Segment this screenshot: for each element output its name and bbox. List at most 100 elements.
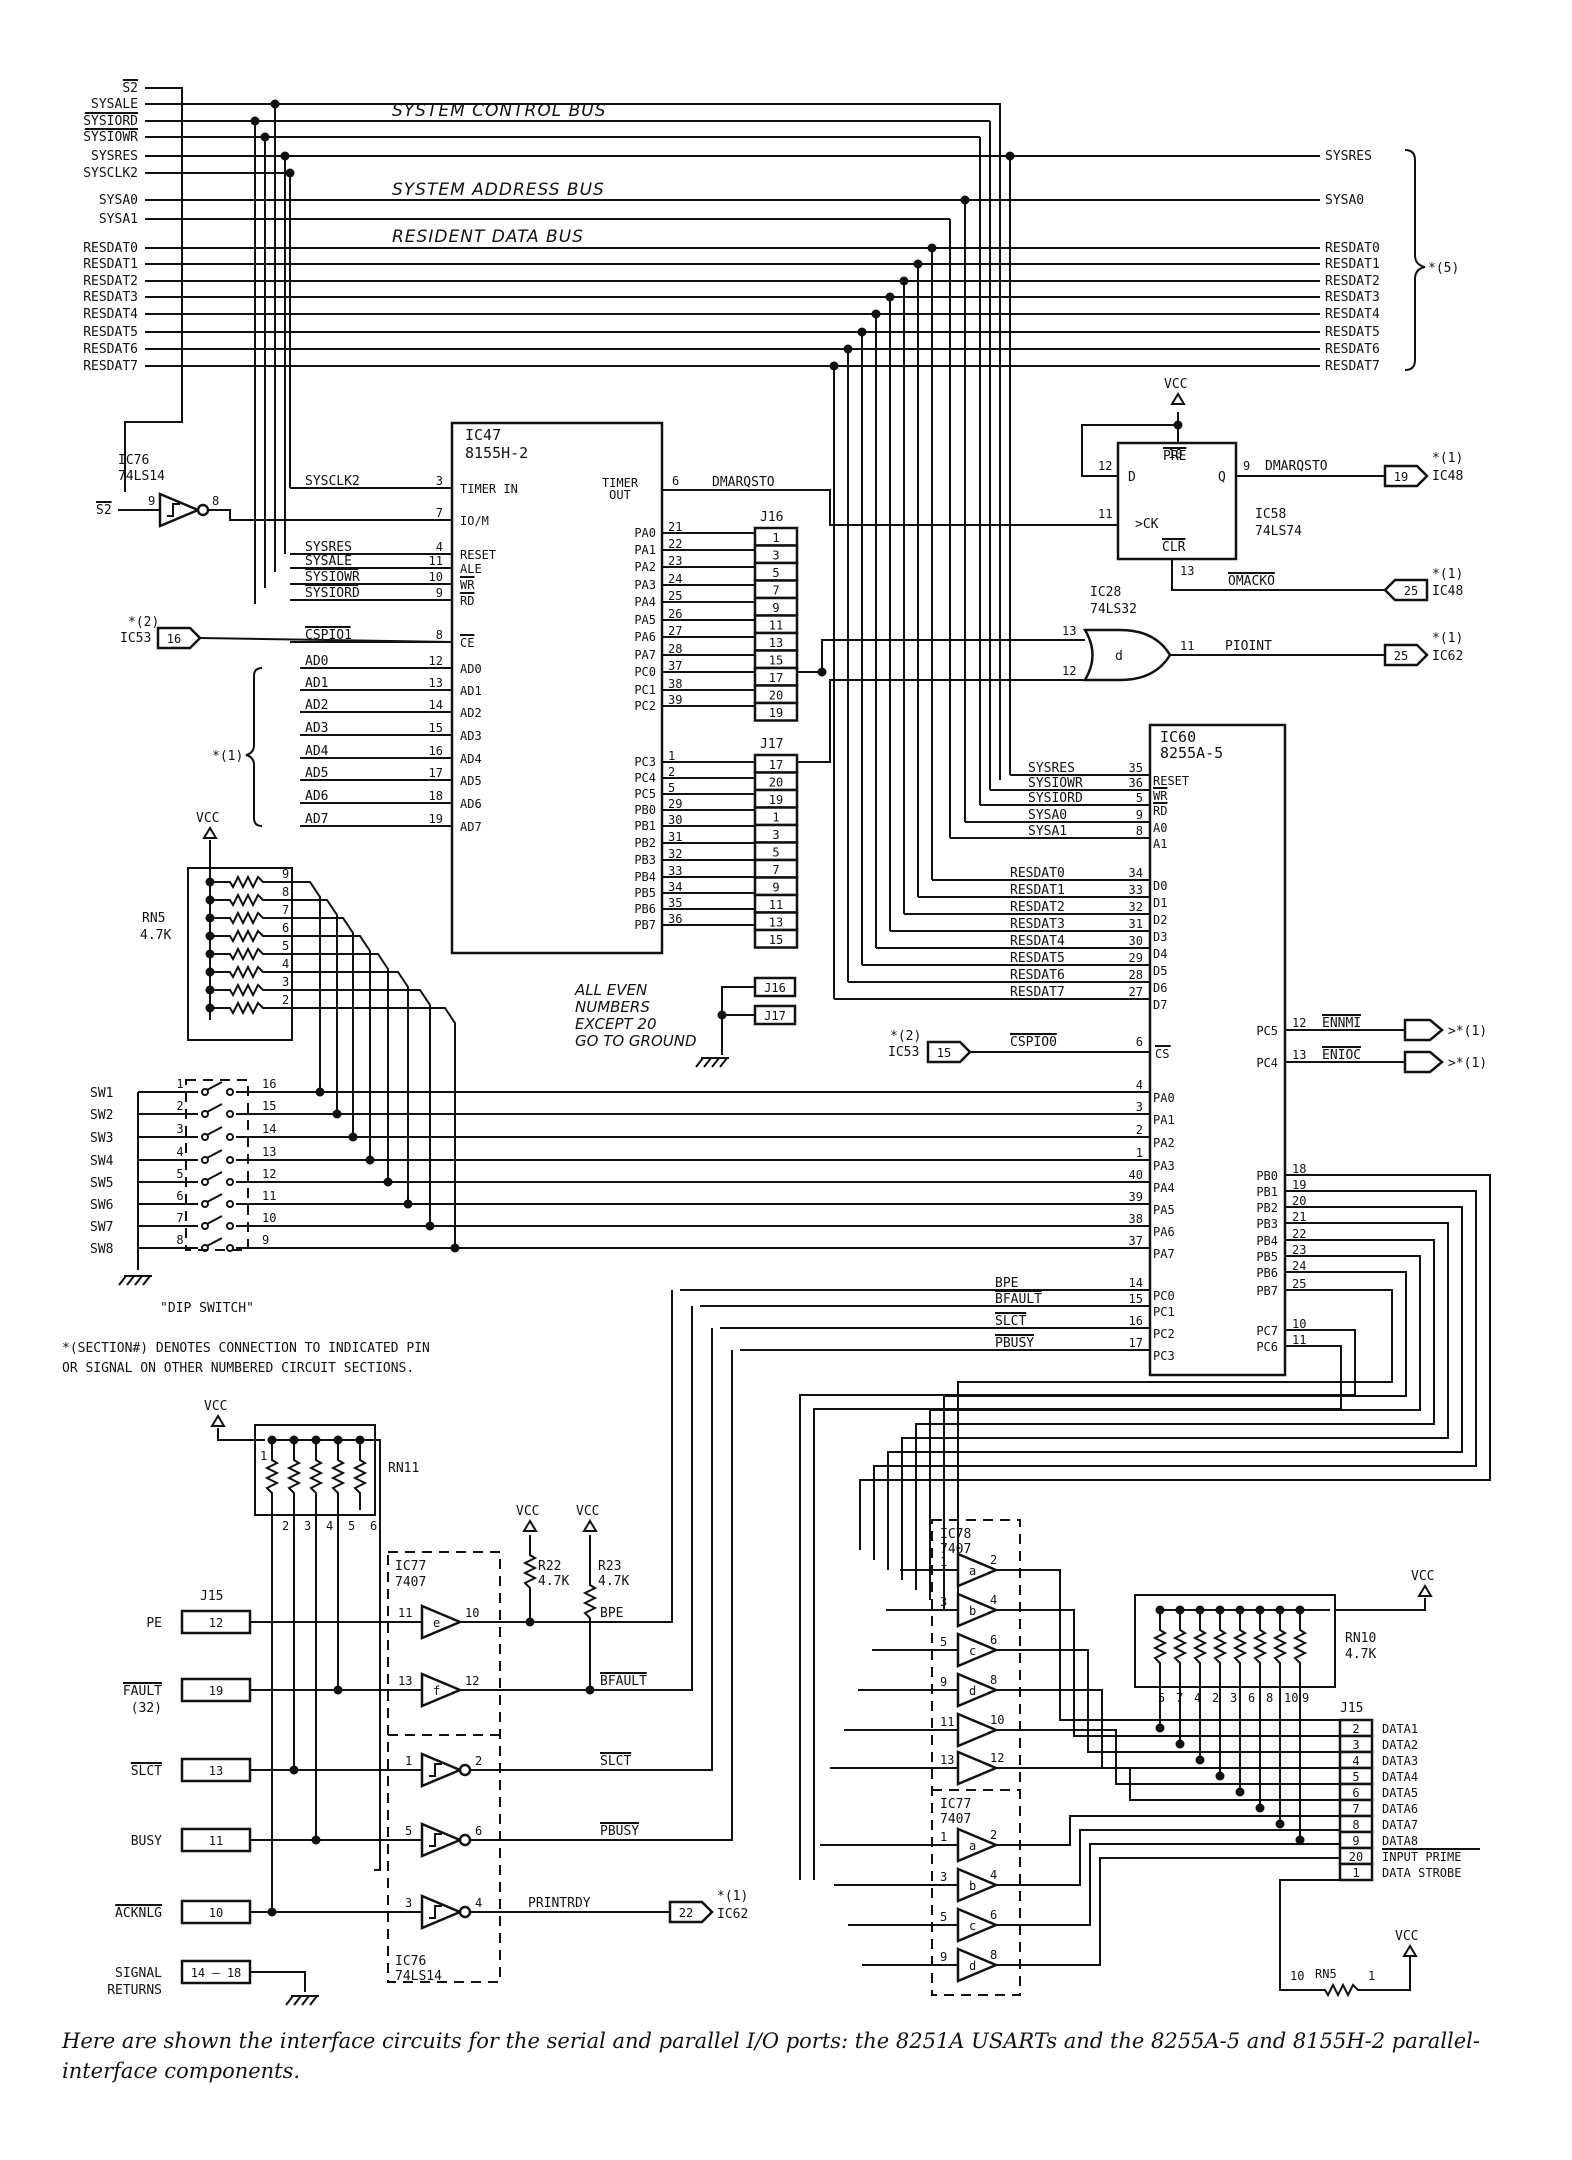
pc-to-or-a: [797, 639, 1085, 673]
junction-dot: [285, 168, 295, 178]
ic77a-gate: [420, 1604, 464, 1640]
j15l-cell: [180, 1609, 252, 1635]
ic60-pc-sig: BFAULT: [995, 1292, 1042, 1307]
ic60-data-pin: 31: [1129, 917, 1143, 931]
gnd-j16-label: J16: [764, 981, 786, 995]
junction-dot: [927, 243, 937, 253]
resistor: [210, 892, 280, 908]
ic76b-pin-in: 5: [405, 1824, 412, 1838]
wires: [118, 87, 1491, 1992]
ic77b-gate: [956, 1867, 1000, 1903]
resistor: [582, 1535, 598, 1665]
ic47-left-sig: AD7: [305, 812, 328, 827]
ic28-gate: [1082, 628, 1172, 682]
pioint-label: PIOINT: [1225, 639, 1272, 654]
ic60-pc-label: PC2: [1153, 1327, 1175, 1341]
section-note-1: *(SECTION#) DENOTES CONNECTION TO INDICA…: [62, 1341, 430, 1356]
j15r-sig: DATA3: [1382, 1754, 1418, 1768]
rn11-pin: 3: [304, 1519, 311, 1533]
labels: S2SYSALESYSIORDSYSIOWRSYSRESSYSCLK2SYSA0…: [62, 79, 1487, 1998]
ic78-pin-out: 2: [990, 1553, 997, 1567]
ic60-pb-label: PB5: [1256, 1250, 1278, 1264]
j15l-pin: 10: [209, 1906, 223, 1920]
bus-left-label: RESDAT2: [83, 274, 138, 289]
schematic-diagram: S2SYSALESYSIORDSYSIOWRSYSRESSYSCLK2SYSA0…: [62, 79, 1491, 2006]
ic77b-pin-out: 4: [990, 1868, 997, 1882]
ic60-pc-pin: 14: [1129, 1276, 1143, 1290]
schmitt-symbol: [429, 1833, 442, 1847]
ic77b-gate-letter: d: [969, 1959, 976, 1973]
ic60-pb-pin: 19: [1292, 1178, 1306, 1192]
ic60-data-sig: RESDAT3: [1010, 917, 1065, 932]
ic58-ck: >CK: [1135, 517, 1159, 532]
junction-dot: [365, 1155, 375, 1165]
bfault-label: BFAULT: [600, 1674, 647, 1689]
ic60-data-label: D1: [1153, 896, 1167, 910]
ic77b-out-wire: [996, 1829, 1340, 1886]
ic48ack-flag-pin: 25: [1404, 584, 1418, 598]
ic60-pb-label: PB2: [1256, 1201, 1278, 1215]
resistor: [1192, 1610, 1208, 1680]
gnd-j16: [753, 976, 797, 998]
dip-left-pin: 5: [176, 1167, 183, 1181]
j15l-sig: ACKNLG: [115, 1906, 162, 1921]
ic60-ctrl-sig: SYSA0: [1028, 808, 1067, 823]
ic53a-name: IC53: [120, 631, 151, 646]
ic60-pa-pin: 38: [1129, 1212, 1143, 1226]
ic77a-gate: [420, 1672, 464, 1708]
rn5-top-pin: 4: [282, 957, 289, 971]
ic77b-gate: [956, 1907, 1000, 1943]
ic47-left-sig: AD1: [305, 676, 328, 691]
rn11-body: [254, 1424, 376, 1516]
j15l-pin: 11: [209, 1834, 223, 1848]
j15l-cell: [180, 1899, 252, 1925]
ic47-right-label: PA1: [634, 543, 656, 557]
ic47-left-sig: AD5: [305, 766, 328, 781]
ic60-pb-pin: 23: [1292, 1243, 1306, 1257]
ic28-part: 74LS32: [1090, 602, 1137, 617]
pullup-route: [280, 899, 338, 1114]
bus-right-label: SYSA0: [1325, 193, 1364, 208]
ic47-left-label: AD7: [460, 820, 482, 834]
rn5-top-pin: 2: [282, 993, 289, 1007]
bus-left-label: RESDAT3: [83, 290, 138, 305]
bus-right-label: RESDAT6: [1325, 342, 1380, 357]
ic78-out-wire: [996, 1609, 1340, 1737]
ic47-right-label: PA6: [634, 630, 656, 644]
ic47-left-label: AD5: [460, 774, 482, 788]
ic60-pcr-pin: 11: [1292, 1333, 1306, 1347]
ic77a-frame: [387, 1551, 501, 1983]
ic60-ctrl-label: WR: [1153, 789, 1168, 803]
ic77b-gate-letter: c: [969, 1919, 976, 1933]
slct-label: SLCT: [600, 1754, 631, 1769]
j16-pin: 15: [769, 654, 783, 668]
resistor: [210, 946, 280, 962]
ic60-data-sig: RESDAT1: [1010, 883, 1065, 898]
ic76b-name: IC76: [395, 1954, 426, 1969]
j15r-pin: 8: [1352, 1818, 1359, 1832]
resistor: [210, 982, 280, 998]
j15l-cell: [180, 1827, 252, 1853]
rn5b-vcc-arrow: [1402, 1944, 1418, 1957]
ic53b-name: IC53: [888, 1045, 919, 1060]
ic78-pin-in: 3: [940, 1595, 947, 1609]
ic48ack-sig: OMACKO: [1228, 574, 1275, 589]
ic60-pa-pin: 2: [1136, 1123, 1143, 1137]
j15r-sig: DATA5: [1382, 1786, 1418, 1800]
dip-right-pin: 9: [262, 1233, 269, 1247]
ic77b-gate-letter: b: [969, 1879, 976, 1893]
rn5-top-pin: 8: [282, 885, 289, 899]
junction-dot: [403, 1199, 413, 1209]
ic47-right-label: PB5: [634, 886, 656, 900]
j15r-pin: 5: [1352, 1770, 1359, 1784]
ic78-gate-letter: a: [969, 1564, 976, 1578]
ic53a-flag-pin: 16: [167, 632, 181, 646]
rn10-pin: 4: [1194, 1691, 1201, 1705]
vcc-arrow: [582, 1519, 598, 1532]
ic76b-pin-out: 4: [475, 1896, 482, 1910]
j16-pin: 9: [772, 601, 779, 615]
ic47-right-pin: 30: [668, 813, 682, 827]
ic47-left-pin: 10: [429, 570, 443, 584]
rn5-top-name: RN5: [142, 911, 165, 926]
ic53b-flag-pin: 15: [937, 1046, 951, 1060]
